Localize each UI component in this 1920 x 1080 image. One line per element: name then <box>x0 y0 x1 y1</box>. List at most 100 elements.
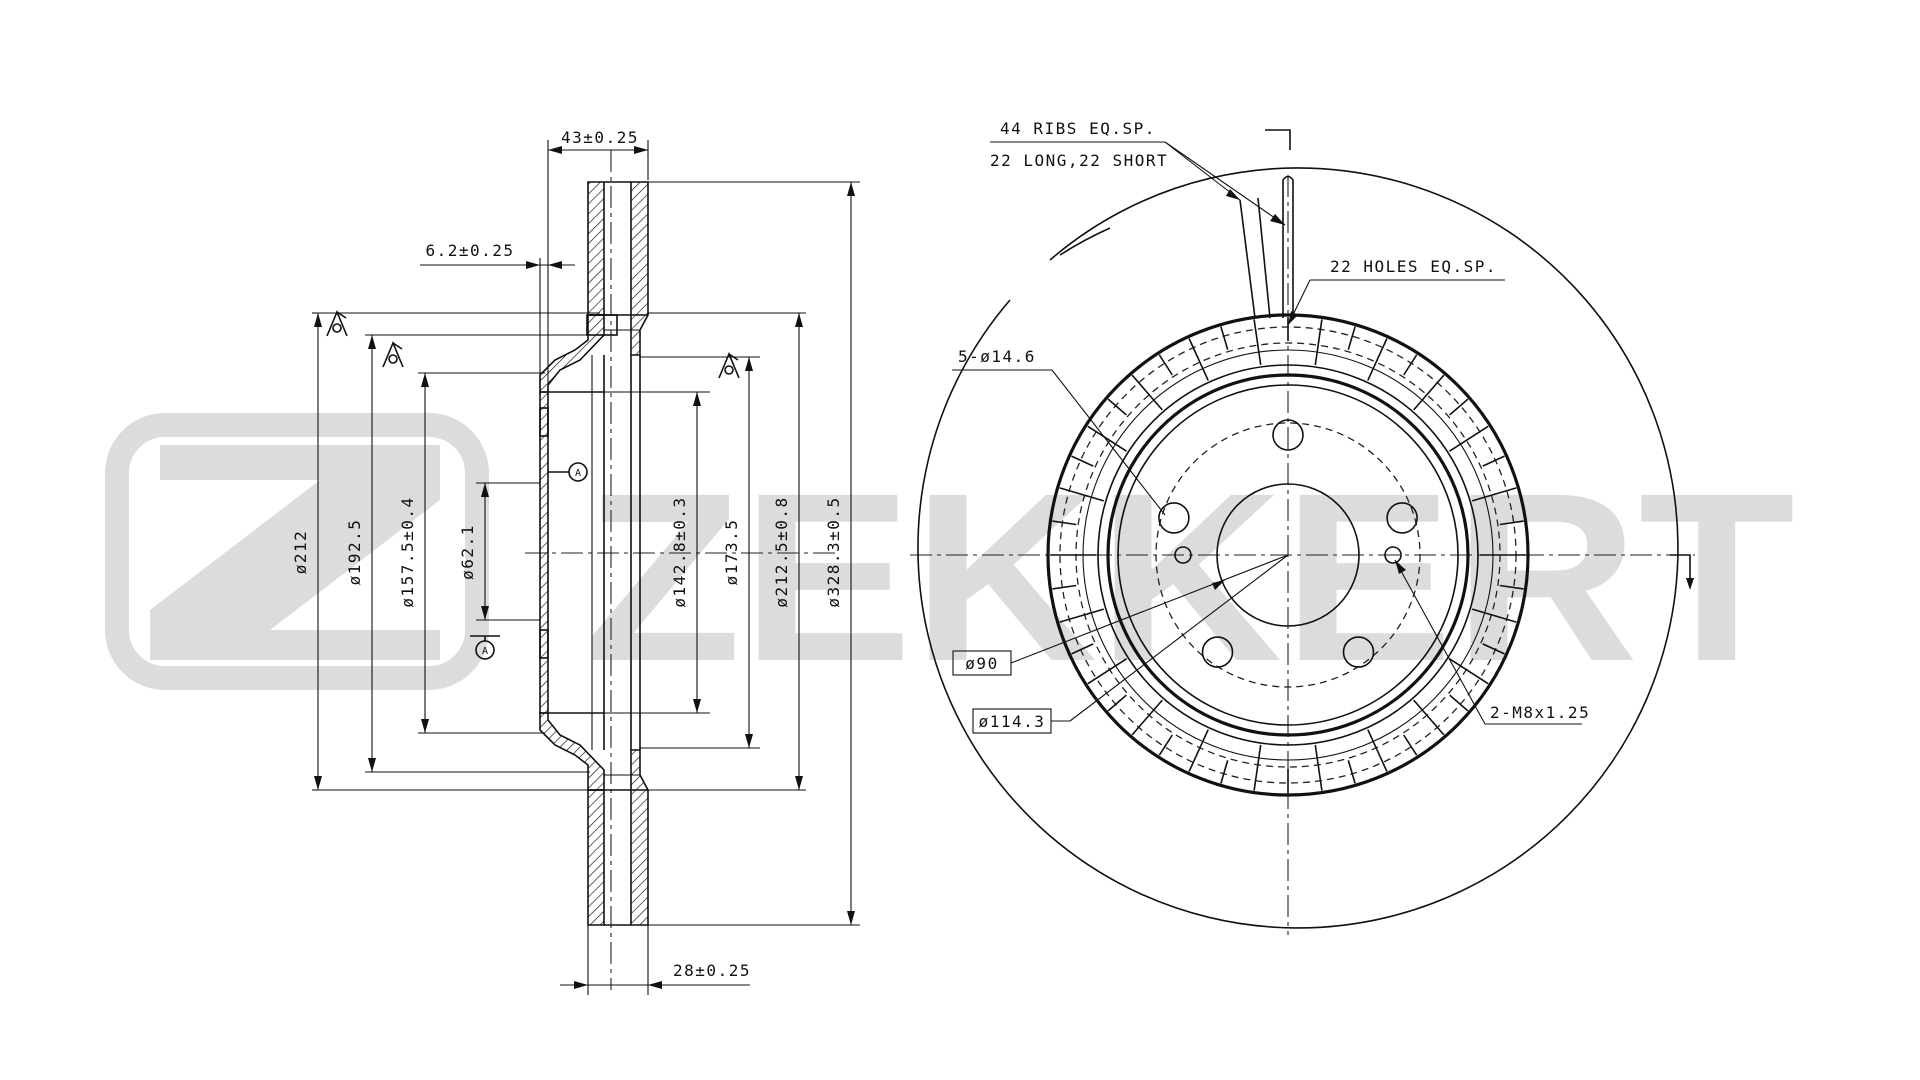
rotor-inner-plate-bottom <box>630 749 649 926</box>
dim-label-d157-5: ø157.5±0.4 <box>398 496 417 607</box>
hub-face <box>539 391 549 714</box>
hat-wall-top <box>539 314 605 393</box>
dim-label-rotor-thickness: 28±0.25 <box>673 961 751 980</box>
vent-rib-ticks <box>1050 317 1526 793</box>
vent-rib <box>1253 319 1262 366</box>
note-holes: 22 HOLES EQ.SP. <box>1287 257 1505 326</box>
vent-rib <box>1499 520 1524 526</box>
dim-hub-flange: 6.2±0.25 <box>420 241 575 395</box>
vent-rib <box>1471 487 1517 502</box>
bolt-hole <box>1158 502 1190 534</box>
vent-rib <box>1449 694 1469 712</box>
center-bore <box>1216 483 1360 627</box>
datum-letter-a-2: A <box>482 646 488 657</box>
vent-rib <box>1449 425 1489 452</box>
hat-wall-bottom <box>539 712 605 791</box>
vent-rib <box>1059 608 1105 623</box>
dim-label-d212-5: ø212.5±0.8 <box>772 496 791 607</box>
dim-label-d192-5: ø192.5 <box>345 519 364 586</box>
rotor-outer-plate-bottom <box>587 789 605 926</box>
vent-rib <box>1449 658 1489 685</box>
vent-rib <box>1314 319 1323 366</box>
rotor-inner-plate-top <box>630 181 649 356</box>
vent-rib <box>1347 326 1356 350</box>
vent-rib <box>1131 374 1163 411</box>
bolt-hole <box>1201 636 1234 668</box>
vent-rib <box>1367 338 1388 381</box>
watermark-logo-text: ZEKKERT <box>585 443 1795 711</box>
note-center-bore-text: ø90 <box>965 654 998 673</box>
note-center-bore: ø90 <box>952 554 1289 676</box>
vent-rib <box>1499 584 1524 590</box>
dim-overall-width: 43±0.25 <box>547 128 649 395</box>
dim-d212-5: ø212.5±0.8 <box>648 312 806 791</box>
surface-finish-symbol <box>326 309 740 379</box>
vent-rib <box>1482 455 1505 467</box>
pcd-circle <box>1155 422 1421 688</box>
note-ribs-line2: 22 LONG,22 SHORT <box>990 151 1168 170</box>
dim-label-d142-8: ø142.8±0.3 <box>670 496 689 607</box>
rotor-outer-plate-top <box>587 181 605 316</box>
watermark-logo-emblem <box>105 413 489 690</box>
vent-rib <box>1131 699 1163 736</box>
dim-d62-1: ø62.1 <box>458 482 540 621</box>
note-pcd-text: ø114.3 <box>979 712 1046 731</box>
vent-rib <box>1220 760 1229 784</box>
dim-d142-8: ø142.8±0.3 <box>548 391 710 714</box>
dim-d212: ø212 <box>291 312 600 791</box>
vent-rib <box>1347 760 1356 784</box>
vent-rib <box>1059 487 1105 502</box>
vent-rib <box>1449 398 1469 416</box>
dim-label-hub-flange: 6.2±0.25 <box>425 241 514 260</box>
note-bolt-holes-text: 5-ø14.6 <box>958 347 1036 366</box>
vent-rib <box>1188 338 1209 381</box>
side-section-view: A A ø212 ø192.5 <box>291 128 860 995</box>
note-pcd: ø114.3 <box>972 554 1289 734</box>
bolt-hole <box>1272 419 1304 451</box>
vent-rib <box>1413 374 1445 411</box>
vent-rib <box>1107 694 1127 712</box>
hat-outer-edge <box>1106 373 1470 737</box>
dim-label-overall-width: 43±0.25 <box>561 128 639 147</box>
vent-ring-inner <box>1097 364 1479 746</box>
note-bolt-holes: 5-ø14.6 <box>952 347 1166 516</box>
dim-label-d212: ø212 <box>291 530 310 575</box>
dim-d157-5: ø157.5±0.4 <box>398 372 545 734</box>
vent-ring-outer <box>1046 313 1530 797</box>
bolt-hole <box>1342 636 1375 668</box>
vent-rib <box>1087 425 1127 452</box>
front-view: 44 RIBS EQ.SP. 22 LONG,22 SHORT 22 HOLES… <box>910 119 1695 935</box>
vent-rib <box>1253 744 1262 791</box>
vent-rib <box>1052 584 1077 590</box>
dim-d192-5: ø192.5 <box>345 334 590 773</box>
vent-rib <box>1403 354 1418 376</box>
dim-d173-5: ø173.5 <box>640 356 760 749</box>
threaded-holes <box>1174 546 1402 564</box>
note-ribs-line1: 44 RIBS EQ.SP. <box>1000 119 1156 138</box>
bolt-hole <box>1386 502 1418 534</box>
vent-rib <box>1403 734 1418 756</box>
rotor-outer-edge <box>917 167 1679 929</box>
note-threaded-text: 2-M8x1.25 <box>1490 703 1590 722</box>
vent-rib <box>1188 729 1209 772</box>
vent-rib <box>1071 455 1094 467</box>
dim-rotor-thickness: 28±0.25 <box>560 925 751 995</box>
brand-watermark: ZEKKERT <box>105 413 1795 711</box>
dim-label-d62-1: ø62.1 <box>458 524 477 580</box>
vent-rib <box>1413 699 1445 736</box>
note-holes-text: 22 HOLES EQ.SP. <box>1330 257 1497 276</box>
vent-rib <box>1314 744 1323 791</box>
dim-d328-3: ø328.3±0.5 <box>631 181 860 926</box>
vent-rib <box>1220 326 1229 350</box>
vent-rib <box>1158 734 1173 756</box>
vent-rib <box>1087 658 1127 685</box>
note-threaded: 2-M8x1.25 <box>1394 559 1590 725</box>
vent-rib <box>1471 608 1517 623</box>
note-ribs: 44 RIBS EQ.SP. 22 LONG,22 SHORT <box>990 119 1294 319</box>
vent-rib <box>1367 729 1388 772</box>
dim-label-d173-5: ø173.5 <box>722 519 741 586</box>
vent-rib <box>1071 643 1094 655</box>
vent-rib <box>1052 520 1077 526</box>
vent-rib <box>1107 398 1127 416</box>
